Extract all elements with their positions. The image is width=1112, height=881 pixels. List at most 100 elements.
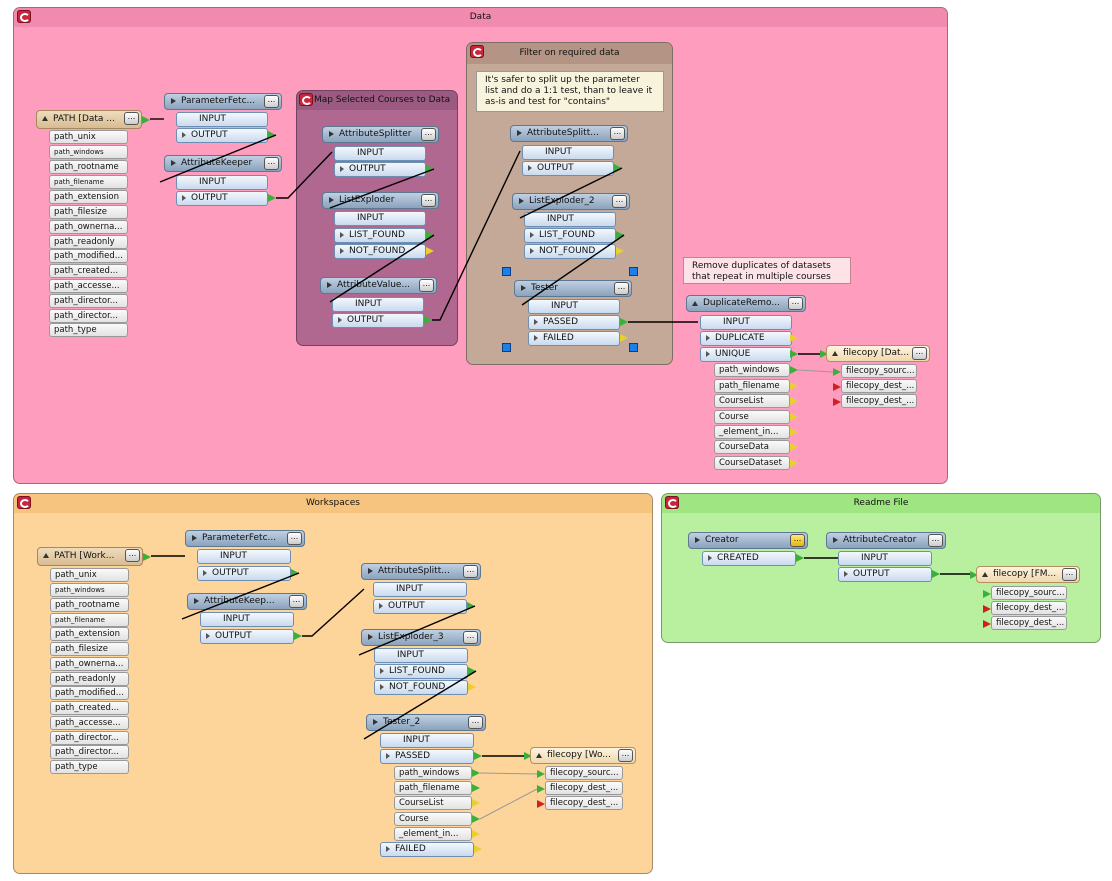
- output-port-icon[interactable]: [142, 116, 150, 124]
- more-options-icon[interactable]: ...: [264, 95, 279, 108]
- attr-output-icon[interactable]: [472, 784, 480, 792]
- input-port[interactable]: INPUT: [197, 549, 291, 564]
- output-port-icon[interactable]: [268, 194, 276, 202]
- bookmark-filter-title[interactable]: Filter on required data: [467, 43, 672, 64]
- input-port[interactable]: INPUT: [200, 612, 294, 627]
- output-port[interactable]: OUTPUT: [200, 629, 294, 644]
- reader-path-data[interactable]: PATH [Data ......: [36, 110, 142, 129]
- output-port-icon[interactable]: [143, 553, 151, 561]
- reader-path-workspaces[interactable]: PATH [Work......: [37, 547, 143, 566]
- attr-output-icon[interactable]: [472, 799, 480, 807]
- output-port-icon[interactable]: [426, 231, 434, 239]
- output-port-icon[interactable]: [796, 554, 804, 562]
- output-port-unique[interactable]: UNIQUE: [700, 347, 792, 362]
- output-port-icon[interactable]: [426, 247, 434, 255]
- attr-input-icon[interactable]: [983, 590, 991, 598]
- output-port[interactable]: OUTPUT: [522, 161, 614, 176]
- bookmark-map-courses-title[interactable]: Map Selected Courses to Data: [297, 91, 457, 110]
- attr-input-icon[interactable]: [833, 383, 841, 391]
- transformer-attribute-creator[interactable]: AttributeCreator...: [826, 532, 946, 549]
- transformer-attribute-keeper[interactable]: AttributeKeeper...: [164, 155, 282, 172]
- output-port-icon[interactable]: [616, 247, 624, 255]
- selection-handle[interactable]: [629, 267, 638, 276]
- bookmark-workspaces-title[interactable]: Workspaces: [14, 494, 652, 513]
- attr-input-icon[interactable]: [537, 800, 545, 808]
- input-port[interactable]: INPUT: [334, 211, 426, 226]
- output-port-not-found[interactable]: NOT_FOUND: [334, 244, 426, 259]
- attr-input-icon[interactable]: [983, 620, 991, 628]
- more-options-icon[interactable]: ...: [468, 716, 483, 729]
- transformer-tester-2[interactable]: Tester_2...: [366, 714, 486, 731]
- output-port-passed[interactable]: PASSED: [380, 749, 474, 764]
- output-port-icon[interactable]: [932, 570, 940, 578]
- attr-output-icon[interactable]: [790, 443, 798, 451]
- more-options-icon[interactable]: ...: [264, 157, 279, 170]
- input-port[interactable]: INPUT: [332, 297, 424, 312]
- output-port-icon[interactable]: [474, 752, 482, 760]
- more-options-icon[interactable]: ...: [125, 549, 140, 562]
- more-options-icon[interactable]: ...: [610, 127, 625, 140]
- output-port-icon[interactable]: [620, 334, 628, 342]
- transformer-creator[interactable]: Creator...: [688, 532, 808, 549]
- input-port[interactable]: INPUT: [176, 112, 268, 127]
- more-options-icon[interactable]: ...: [421, 194, 436, 207]
- writer-filecopy-data[interactable]: filecopy [Dat......: [826, 345, 930, 362]
- output-port-icon[interactable]: [616, 231, 624, 239]
- input-port[interactable]: INPUT: [334, 146, 426, 161]
- more-options-icon[interactable]: ...: [421, 128, 436, 141]
- attr-output-icon[interactable]: [790, 366, 798, 374]
- input-port[interactable]: INPUT: [522, 145, 614, 160]
- more-options-icon[interactable]: ...: [790, 534, 805, 547]
- output-port-icon[interactable]: [424, 316, 432, 324]
- output-port[interactable]: OUTPUT: [838, 567, 932, 582]
- bookmark-data-title[interactable]: Data: [14, 8, 947, 27]
- transformer-list-exploder-2[interactable]: ListExploder_2...: [512, 193, 630, 210]
- attr-input-icon[interactable]: [833, 398, 841, 406]
- transformer-list-exploder[interactable]: ListExploder...: [322, 192, 439, 209]
- output-port-not-found[interactable]: NOT_FOUND: [524, 244, 616, 259]
- more-options-icon[interactable]: ...: [124, 112, 139, 125]
- input-port[interactable]: INPUT: [700, 315, 792, 330]
- more-options-icon[interactable]: ...: [788, 297, 803, 310]
- input-port[interactable]: INPUT: [524, 212, 616, 227]
- more-options-icon[interactable]: ...: [1062, 568, 1077, 581]
- output-port-icon[interactable]: [614, 164, 622, 172]
- attr-output-icon[interactable]: [472, 830, 480, 838]
- attr-input-icon[interactable]: [537, 785, 545, 793]
- input-port[interactable]: INPUT: [373, 582, 467, 597]
- writer-input-icon[interactable]: [524, 752, 532, 760]
- attr-output-icon[interactable]: [472, 769, 480, 777]
- output-port[interactable]: OUTPUT: [176, 128, 268, 143]
- more-options-icon[interactable]: ...: [612, 195, 627, 208]
- transformer-tester[interactable]: Tester...: [514, 280, 632, 297]
- bookmark-readme-title[interactable]: Readme File: [662, 494, 1100, 513]
- more-options-icon[interactable]: ...: [289, 595, 304, 608]
- more-options-icon[interactable]: ...: [287, 532, 302, 545]
- transformer-parameter-fetcher[interactable]: ParameterFetc......: [164, 93, 282, 110]
- output-port-icon[interactable]: [294, 632, 302, 640]
- more-options-icon[interactable]: ...: [912, 347, 927, 360]
- output-port-list-found[interactable]: LIST_FOUND: [374, 664, 468, 679]
- selection-handle[interactable]: [502, 267, 511, 276]
- output-port-icon[interactable]: [790, 350, 798, 358]
- output-port-icon[interactable]: [268, 131, 276, 139]
- transformer-attribute-splitter-2[interactable]: AttributeSplitt......: [510, 125, 628, 142]
- more-options-icon[interactable]: ...: [614, 282, 629, 295]
- transformer-list-exploder-3[interactable]: ListExploder_3...: [361, 629, 481, 646]
- more-options-icon[interactable]: ...: [928, 534, 943, 547]
- output-port[interactable]: OUTPUT: [334, 162, 426, 177]
- attr-output-icon[interactable]: [472, 815, 480, 823]
- writer-filecopy-workspaces[interactable]: filecopy [Wo......: [530, 747, 636, 764]
- annotation-split-tip[interactable]: It's safer to split up the parameter lis…: [476, 71, 664, 112]
- transformer-attribute-splitter[interactable]: AttributeSplitt......: [361, 563, 481, 580]
- input-port[interactable]: INPUT: [374, 648, 468, 663]
- attr-input-icon[interactable]: [983, 605, 991, 613]
- selection-handle[interactable]: [502, 343, 511, 352]
- output-port-icon[interactable]: [468, 683, 476, 691]
- attr-output-icon[interactable]: [790, 397, 798, 405]
- output-port-icon[interactable]: [474, 845, 482, 853]
- transformer-attribute-splitter[interactable]: AttributeSplitter...: [322, 126, 439, 143]
- output-port-icon[interactable]: [620, 318, 628, 326]
- output-port-failed[interactable]: FAILED: [380, 842, 474, 857]
- output-port-icon[interactable]: [467, 602, 475, 610]
